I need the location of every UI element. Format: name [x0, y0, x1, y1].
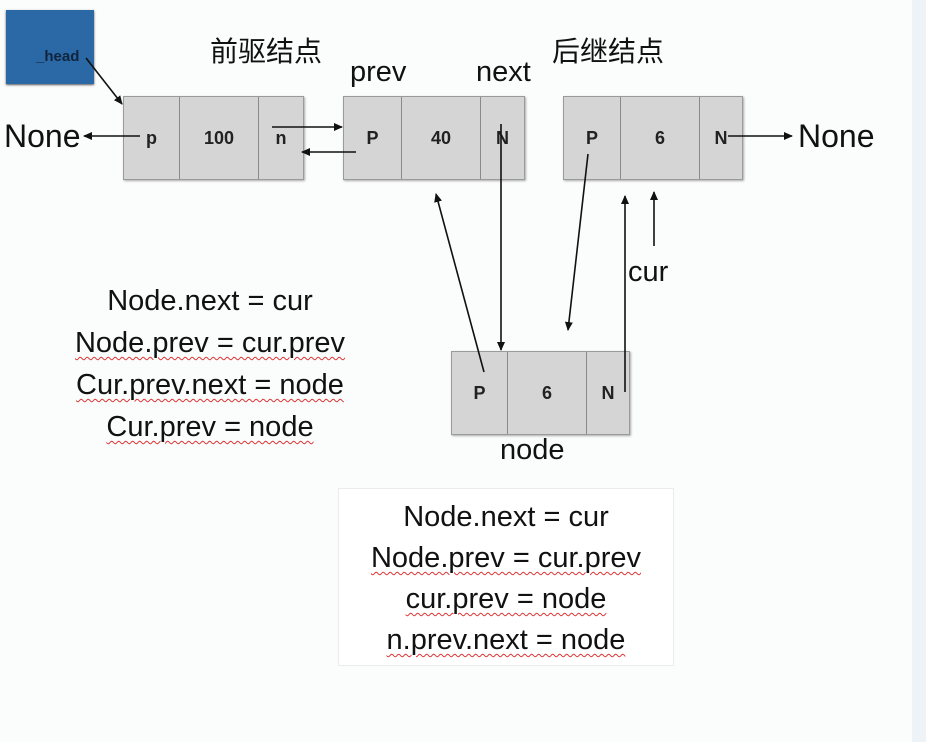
code-left-line-2: Node.prev = cur.prev	[74, 327, 345, 359]
node-2-prev-cell: P	[344, 97, 402, 179]
code-box-line-3: cur.prev = node	[405, 583, 607, 615]
head-pointer-arrow	[85, 57, 123, 105]
new-node-prev-cell: P	[452, 352, 508, 434]
code-box-line-2: Node.prev = cur.prev	[370, 542, 641, 574]
code-box-line-4: n.prev.next = node	[386, 624, 626, 656]
node-2-value-cell: 40	[402, 97, 481, 179]
node-label: node	[500, 434, 565, 466]
head-box: _head	[6, 10, 94, 84]
head-label: _head	[36, 48, 80, 65]
node-prev-up-arrow	[434, 193, 485, 373]
node-3-next-cell: N	[700, 97, 742, 179]
node-3-prev-cell: P	[564, 97, 621, 179]
node-1: p 100 n	[123, 96, 304, 180]
code-block-right: Node.next = cur Node.prev = cur.prev cur…	[339, 497, 673, 661]
code-block-left: Node.next = cur Node.prev = cur.prev Cur…	[20, 280, 400, 448]
successor-label: 后继结点	[552, 35, 665, 68]
succ-prev-down-arrow	[564, 153, 589, 331]
new-node: P 6 N	[451, 351, 630, 435]
node-1-next-cell: n	[259, 97, 303, 179]
new-node-next-cell: N	[587, 352, 629, 434]
node-2-next-cell: N	[481, 97, 524, 179]
new-node-value-cell: 6	[508, 352, 587, 434]
code-box-line-1: Node.next = cur	[403, 501, 609, 533]
code-left-line-1: Node.next = cur	[107, 285, 313, 317]
node-1-value-cell: 100	[180, 97, 259, 179]
node-1-prev-cell: p	[124, 97, 180, 179]
node-3-value-cell: 6	[621, 97, 700, 179]
node-2: P 40 N	[343, 96, 525, 180]
prev-label: prev	[350, 56, 407, 88]
node-3: P 6 N	[563, 96, 743, 180]
predecessor-label: 前驱结点	[210, 35, 323, 68]
next-label: next	[476, 56, 531, 88]
code-left-line-4: Cur.prev = node	[106, 411, 314, 443]
side-strip	[912, 0, 926, 742]
none-right-label: None	[798, 118, 875, 154]
none-left-label: None	[4, 118, 81, 154]
code-box: Node.next = cur Node.prev = cur.prev cur…	[338, 488, 674, 666]
code-left-line-3: Cur.prev.next = node	[76, 369, 344, 401]
cur-label: cur	[628, 256, 669, 288]
